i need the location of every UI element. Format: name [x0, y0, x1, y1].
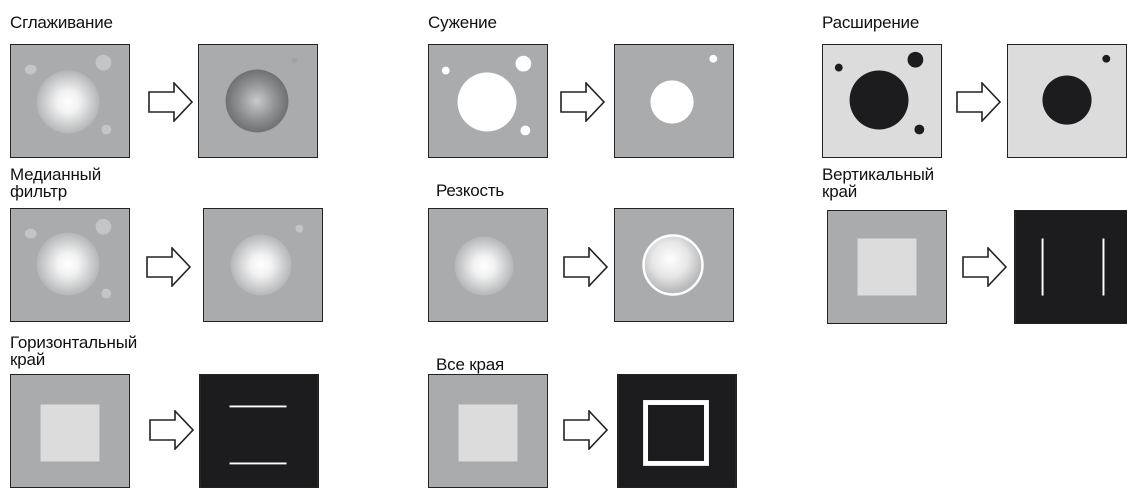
- erosion-output-image: [614, 44, 734, 158]
- horizontal-edge-input-image: [10, 374, 130, 488]
- dilation-input-image: [822, 44, 942, 158]
- right-arrow-icon: [149, 410, 195, 450]
- erosion-input-image: [428, 44, 548, 158]
- right-arrow-icon: [563, 410, 609, 450]
- label-horizontal-edge: Горизонтальный край: [10, 334, 137, 368]
- label-line: Сглаживание: [10, 13, 113, 32]
- all-edges-output-image: [617, 374, 737, 488]
- right-arrow-icon: [962, 247, 1008, 287]
- label-line: Вертикальный: [822, 165, 934, 184]
- label-sharpen: Резкость: [436, 182, 504, 199]
- right-arrow-icon: [560, 82, 606, 122]
- vertical-edge-output-image: [1014, 210, 1127, 324]
- label-smoothing: Сглаживание: [10, 14, 113, 31]
- label-line: Резкость: [436, 181, 505, 200]
- label-line: край: [822, 182, 858, 201]
- all-edges-input-image: [428, 374, 548, 488]
- label-all-edges: Все края: [436, 356, 504, 373]
- vertical-edge-input-image: [827, 210, 947, 324]
- label-dilation: Расширение: [822, 14, 919, 31]
- horizontal-edge-output-image: [199, 374, 319, 488]
- median-input-image: [10, 208, 130, 322]
- label-line: фильтр: [10, 182, 67, 201]
- dilation-output-image: [1007, 44, 1127, 158]
- label-line: Горизонтальный: [10, 333, 138, 352]
- label-line: Сужение: [428, 13, 497, 32]
- smoothing-input-image: [10, 44, 130, 158]
- label-line: край: [10, 350, 46, 369]
- label-vertical-edge: Вертикальный край: [822, 166, 934, 200]
- label-line: Все края: [436, 355, 504, 374]
- median-output-image: [203, 208, 323, 322]
- right-arrow-icon: [563, 247, 609, 287]
- label-line: Расширение: [822, 13, 920, 32]
- label-median: Медианный фильтр: [10, 166, 101, 200]
- right-arrow-icon: [148, 82, 194, 122]
- smoothing-output-image: [198, 44, 318, 158]
- sharpen-output-image: [614, 208, 734, 322]
- right-arrow-icon: [146, 247, 192, 287]
- label-erosion: Сужение: [428, 14, 497, 31]
- sharpen-input-image: [428, 208, 548, 322]
- right-arrow-icon: [956, 82, 1002, 122]
- label-line: Медианный: [10, 165, 101, 184]
